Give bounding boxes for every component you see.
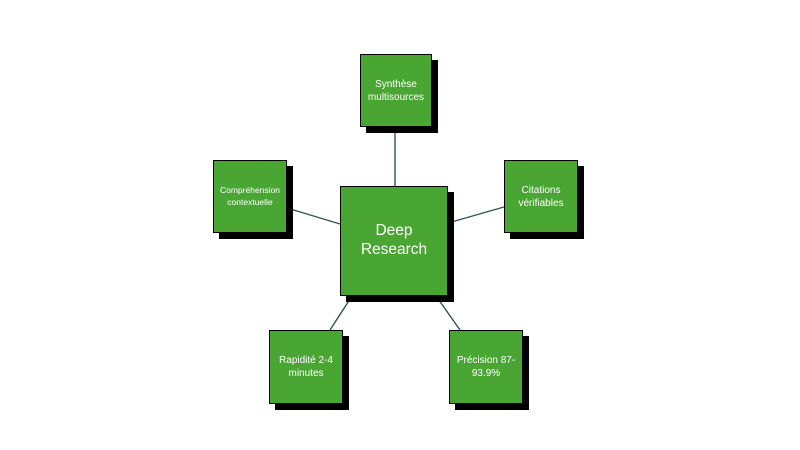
connector-bottom-right bbox=[435, 295, 461, 331]
node-precision: Précision 87-93.9% bbox=[449, 330, 523, 404]
connector-bottom-left bbox=[329, 295, 353, 331]
connector-left bbox=[286, 207, 341, 225]
connector-right bbox=[447, 206, 505, 224]
node-label-bottom-right: Précision 87-93.9% bbox=[456, 355, 516, 379]
